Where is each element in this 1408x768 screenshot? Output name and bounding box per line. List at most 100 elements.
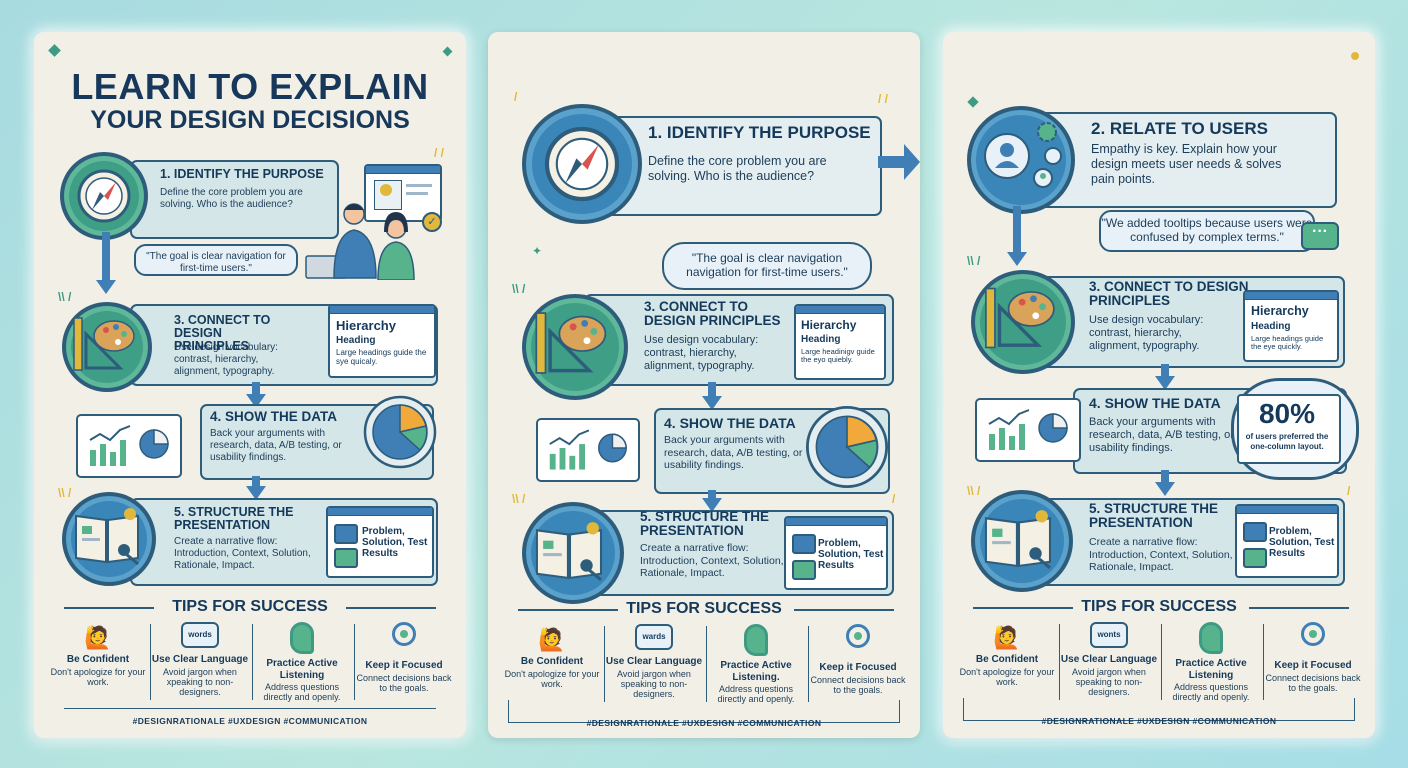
structure-card: Problem, Solution, Test Results (1235, 504, 1339, 578)
step1-title: 1. IDENTIFY THE PURPOSE (160, 167, 324, 181)
target-icon (1301, 622, 1325, 646)
poster-3: 2. RELATE TO USERS Empathy is key. Expla… (943, 32, 1375, 738)
step4-title: 4. SHOW THE DATA (1089, 395, 1221, 411)
tip-active-listening: Practice Active Listening Address questi… (1161, 622, 1261, 703)
step1-quote: "The goal is clear navigation for first-… (134, 244, 298, 276)
diamond-icon (48, 44, 61, 57)
stat-note: of users preferred the one-column layout… (1245, 432, 1329, 451)
step2-quote: "We added tooltips because users were co… (1099, 210, 1315, 252)
tip-keep-focused: Keep it Focused Connect decisions back t… (808, 624, 908, 695)
dot-icon (1351, 52, 1359, 60)
divider (1161, 624, 1162, 700)
hashtags: #DESIGNRATIONALE #UXDESIGN #COMMUNICATIO… (586, 718, 822, 728)
chart-illustration (975, 398, 1081, 462)
check-icon: ✓ (422, 212, 442, 232)
step3-body: Use design vocabulary: contrast, hierarc… (644, 334, 759, 373)
divider (808, 626, 809, 702)
step5-title: 5. STRUCTURE THE PRESENTATION (640, 509, 770, 539)
step2-card (1033, 112, 1337, 208)
step1-title: 1. IDENTIFY THE PURPOSE (648, 123, 871, 142)
structure-card: Problem, Solution, Test Results (326, 506, 434, 578)
sparkle-icon: / / (878, 92, 889, 106)
chat-icon: ··· (1301, 222, 1339, 250)
flow-arrow (252, 382, 260, 396)
divider (1263, 624, 1264, 700)
diamond-icon (967, 96, 979, 108)
flow-arrow-head (246, 486, 266, 500)
tip-keep-focused: Keep it Focused Connect decisions back t… (1263, 622, 1363, 693)
divider (973, 607, 1073, 609)
tip-keep-focused: Keep it Focused Connect decisions back t… (354, 622, 454, 693)
step5-body: Create a narrative flow: Introduction, C… (1089, 536, 1233, 574)
step1-body: Define the core problem you are solving.… (648, 154, 827, 183)
flow-arrow (708, 382, 716, 398)
divider (706, 626, 707, 702)
step3-body: Use design vocabulary: contrast, hierarc… (1089, 314, 1204, 353)
palette-ruler-icon (985, 287, 1055, 349)
divider (150, 624, 151, 700)
hierarchy-card: Hierarchy Heading Large headings guide t… (1243, 290, 1339, 362)
ear-icon (290, 622, 314, 654)
divider (354, 624, 355, 700)
flow-arrow-head (702, 498, 722, 512)
step3-title: 3. CONNECT TO DESIGN PRINCIPLES (174, 313, 271, 354)
book-microphone-icon (984, 510, 1052, 570)
sparkle-icon: / (514, 90, 518, 104)
sparkle-icon: / (892, 492, 896, 506)
speech-bubble-icon: wonts (1090, 622, 1128, 648)
flow-arrow (1161, 364, 1169, 378)
step5-title: 5. STRUCTURE THE PRESENTATION (174, 505, 294, 533)
step2-title: 2. RELATE TO USERS (1091, 119, 1268, 138)
step3-title: 3. CONNECT TO DESIGN PRINCIPLES (1089, 279, 1249, 309)
flow-arrow-right (878, 144, 920, 180)
flow-arrow (708, 490, 716, 500)
users-gear-icon (984, 122, 1062, 188)
divider (899, 700, 900, 722)
sparkle-icon: \\ / (512, 492, 526, 506)
book-microphone-icon (535, 522, 603, 582)
step4-body: Back your arguments with research, data,… (664, 434, 803, 472)
palette-ruler-icon (73, 317, 135, 371)
divider (64, 607, 154, 609)
step1-body: Define the core problem you are solving.… (160, 187, 303, 210)
flow-arrow (1013, 206, 1021, 252)
divider (604, 626, 605, 702)
flow-arrow-head (1155, 482, 1175, 496)
palette-ruler-icon (535, 312, 607, 374)
sparkle-icon: \\ / (967, 254, 981, 268)
target-icon (846, 624, 870, 648)
hashtags: #DESIGNRATIONALE #UXDESIGN #COMMUNICATIO… (1041, 716, 1277, 726)
step5-body: Create a narrative flow: Introduction, C… (174, 536, 311, 571)
divider (963, 720, 1355, 721)
flow-arrow-head (96, 280, 116, 294)
tips-heading: TIPS FOR SUCCESS (1081, 598, 1237, 615)
flow-arrow-head (1155, 376, 1175, 390)
step4-body: Back your arguments with research, data,… (210, 428, 342, 463)
step3-body: Use design vocabulary: contrast, hierarc… (174, 342, 278, 377)
flow-arrow (252, 476, 260, 488)
compass-icon (77, 169, 131, 223)
poster-1: LEARN TO EXPLAIN YOUR DESIGN DECISIONS 1… (34, 32, 466, 738)
step4-title: 4. SHOW THE DATA (664, 415, 796, 431)
chart-illustration (536, 418, 640, 482)
stat-value: 80% (1258, 398, 1316, 429)
ear-icon (1199, 622, 1223, 654)
sparkle-icon: \\ / (967, 484, 981, 498)
divider (1249, 607, 1349, 609)
divider (252, 624, 253, 700)
speech-bubble-icon: words (181, 622, 219, 648)
tip-clear-language: wonts Use Clear Language Avoid jargon wh… (1059, 622, 1159, 698)
flow-arrow-head (1007, 252, 1027, 266)
tip-clear-language: words Use Clear Language Avoid jargon wh… (150, 622, 250, 698)
poster-title: LEARN TO EXPLAIN (71, 66, 429, 107)
sparkle-icon: \\ / (58, 290, 72, 304)
poster-subtitle: YOUR DESIGN DECISIONS (90, 106, 410, 134)
divider (1059, 624, 1060, 700)
flow-arrow (1161, 470, 1169, 484)
step3-title: 3. CONNECT TO DESIGN PRINCIPLES (644, 299, 781, 329)
divider (794, 609, 894, 611)
flow-arrow-head (702, 396, 722, 410)
sparkle-icon: / (1347, 484, 1351, 498)
tip-be-confident: 🙋 Be Confident Don't apologize for your … (957, 622, 1057, 687)
divider (508, 722, 900, 723)
